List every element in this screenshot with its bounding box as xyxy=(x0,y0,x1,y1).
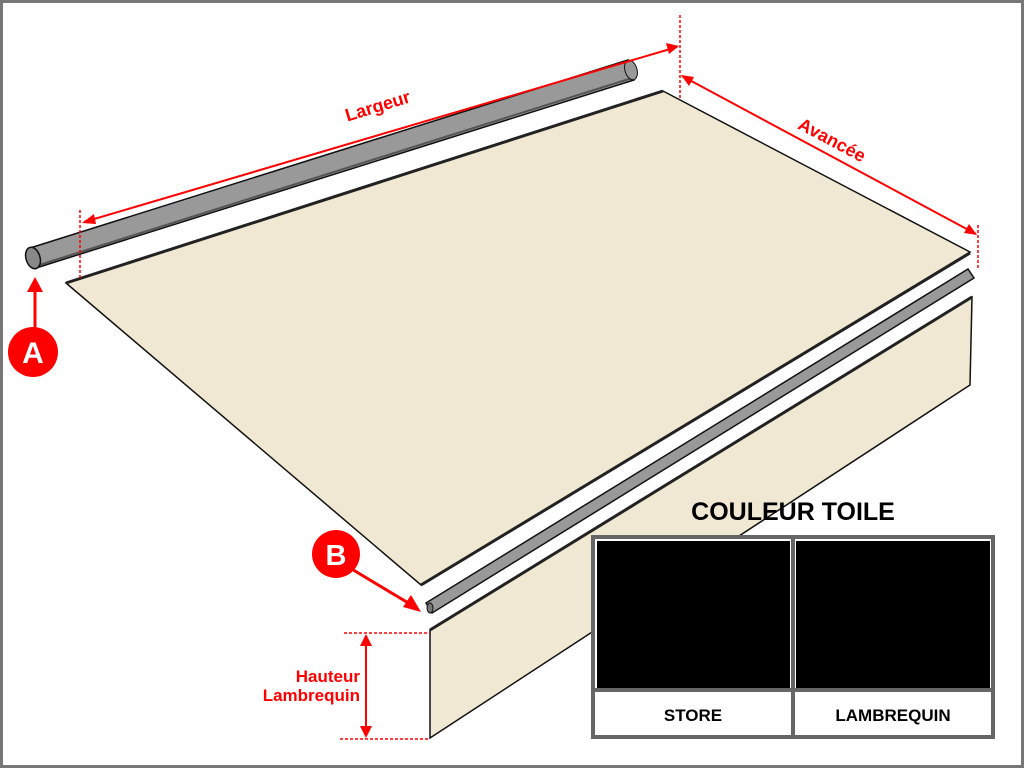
valance xyxy=(429,295,973,740)
marker-b: B xyxy=(312,530,421,612)
swatch-lambrequin[interactable] xyxy=(796,541,990,688)
valance-height-label-line1: Hauteur xyxy=(296,667,361,686)
fabric-front-edge xyxy=(420,251,971,587)
valance-height-dimension xyxy=(340,632,430,740)
roller-tube-a xyxy=(24,59,638,270)
swatch-store[interactable] xyxy=(597,541,790,688)
width-dimension xyxy=(79,15,681,278)
front-bar-b xyxy=(424,267,976,615)
marker-a-letter: A xyxy=(22,337,44,370)
color-panel: COULEUR TOILE STORE LAMBREQUIN xyxy=(591,498,995,739)
swatch-store-label: STORE xyxy=(664,706,722,725)
valance-height-label-line2: Lambrequin xyxy=(263,686,360,705)
projection-dimension xyxy=(681,75,979,268)
color-panel-title: COULEUR TOILE xyxy=(691,498,895,526)
marker-a: A xyxy=(8,277,58,377)
fabric-back-edge xyxy=(65,89,664,285)
swatch-lambrequin-label: LAMBREQUIN xyxy=(835,706,950,725)
marker-b-letter: B xyxy=(326,540,347,572)
